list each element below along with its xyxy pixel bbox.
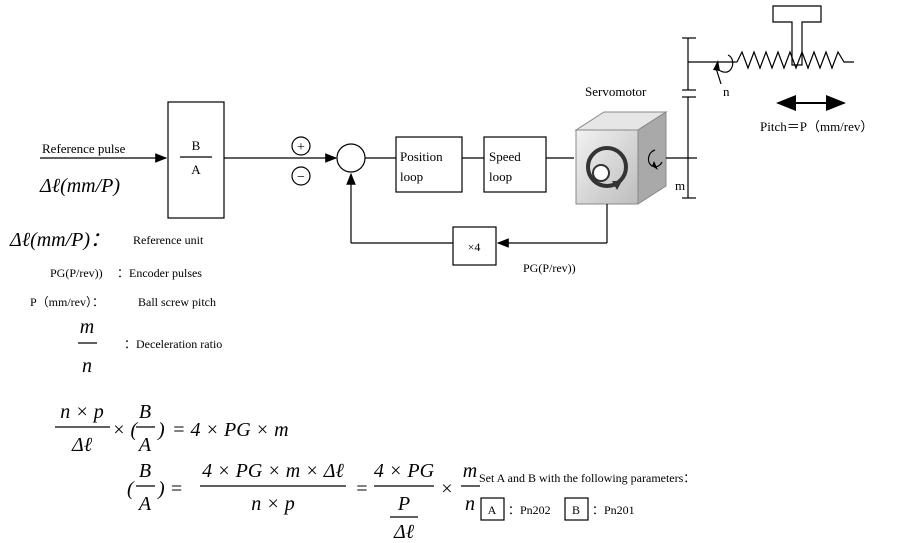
eq2-denominator: n × p	[251, 493, 295, 515]
eq1-frac-a: A	[137, 434, 152, 456]
eq2-frac-a: A	[137, 493, 152, 515]
minus-sign-circle	[291, 166, 311, 186]
eq1-close-paren: )	[157, 419, 165, 441]
multiplier-block	[452, 226, 497, 266]
encoder-symbol: PG(P/rev))	[50, 266, 103, 280]
eq3-den-dl: Δℓ	[393, 521, 415, 543]
eq1-rhs: = 4 × PG × m	[172, 419, 289, 441]
gear-label-n: n	[723, 84, 730, 99]
eq2-open-paren: (	[127, 478, 135, 500]
position-loop-block	[395, 136, 463, 193]
ratio-m: m	[80, 316, 94, 338]
ratio-n: n	[82, 355, 92, 377]
speed-loop-block	[483, 136, 547, 193]
ref-unit-symbol: Δℓ(mm/P)：	[9, 229, 110, 251]
eq1-times-paren: × (	[112, 419, 138, 441]
gear-label-m: m	[675, 178, 685, 193]
ball-screw-thread	[736, 50, 854, 70]
param-b-letter: B	[572, 503, 580, 517]
eq1-frac-b: B	[139, 401, 151, 423]
plus-sign-circle	[291, 136, 311, 156]
speed-loop-line2: loop	[489, 169, 512, 184]
ratio-text: ：Deceleration ratio	[124, 337, 222, 351]
pitch-symbol: P（mm/rev）：	[30, 295, 104, 309]
encoder-text: ：Encoder pulses	[117, 266, 202, 280]
param-b-value: ：Pn201	[592, 503, 635, 517]
input-unit-label: Δℓ(mm/P)	[39, 175, 120, 197]
eq1-denominator: Δℓ	[71, 434, 93, 456]
eq1-numerator: n × p	[60, 401, 104, 423]
minus-sign: −	[297, 170, 305, 185]
gear-ratio-b: B	[192, 138, 201, 153]
eq3-frac-m: m	[463, 460, 477, 482]
eq3-den-p: P	[397, 493, 410, 515]
eq2-frac-b: B	[139, 460, 151, 482]
pitch-label: Pitch＝P（mm/rev）	[760, 119, 873, 134]
eq3-numerator: 4 × PG	[374, 460, 435, 482]
feedback-pg-label: PG(P/rev))	[523, 261, 576, 275]
param-a-letter: A	[488, 503, 497, 517]
eq3-times: ×	[440, 478, 454, 500]
servomotor-icon	[574, 111, 668, 205]
plus-sign: +	[297, 140, 305, 155]
ref-unit-text: Reference unit	[133, 233, 204, 247]
position-loop-line2: loop	[400, 169, 423, 184]
param-a-box	[480, 497, 505, 521]
eq2-numerator: 4 × PG × m × Δℓ	[202, 460, 344, 482]
electronic-gear-block	[167, 101, 225, 219]
speed-loop-line1: Speed	[489, 149, 521, 164]
gear-ratio-a: A	[191, 162, 201, 177]
eq2-equals: =	[355, 478, 369, 500]
summing-junction	[336, 143, 366, 173]
screw-nut-table	[772, 5, 822, 66]
reference-pulse-label: Reference pulse	[42, 141, 126, 156]
servomotor-label: Servomotor	[585, 84, 647, 99]
parameter-intro: Set A and B with the following parameter…	[479, 471, 695, 485]
eq3-frac-n: n	[465, 493, 475, 515]
eq2-close-eq: ) =	[157, 478, 183, 500]
param-b-box	[564, 497, 589, 521]
pitch-text: Ball screw pitch	[138, 295, 216, 309]
param-a-value: ：Pn202	[508, 503, 551, 517]
position-loop-line1: Position	[400, 149, 443, 164]
multiplier-label: ×4	[468, 240, 481, 254]
